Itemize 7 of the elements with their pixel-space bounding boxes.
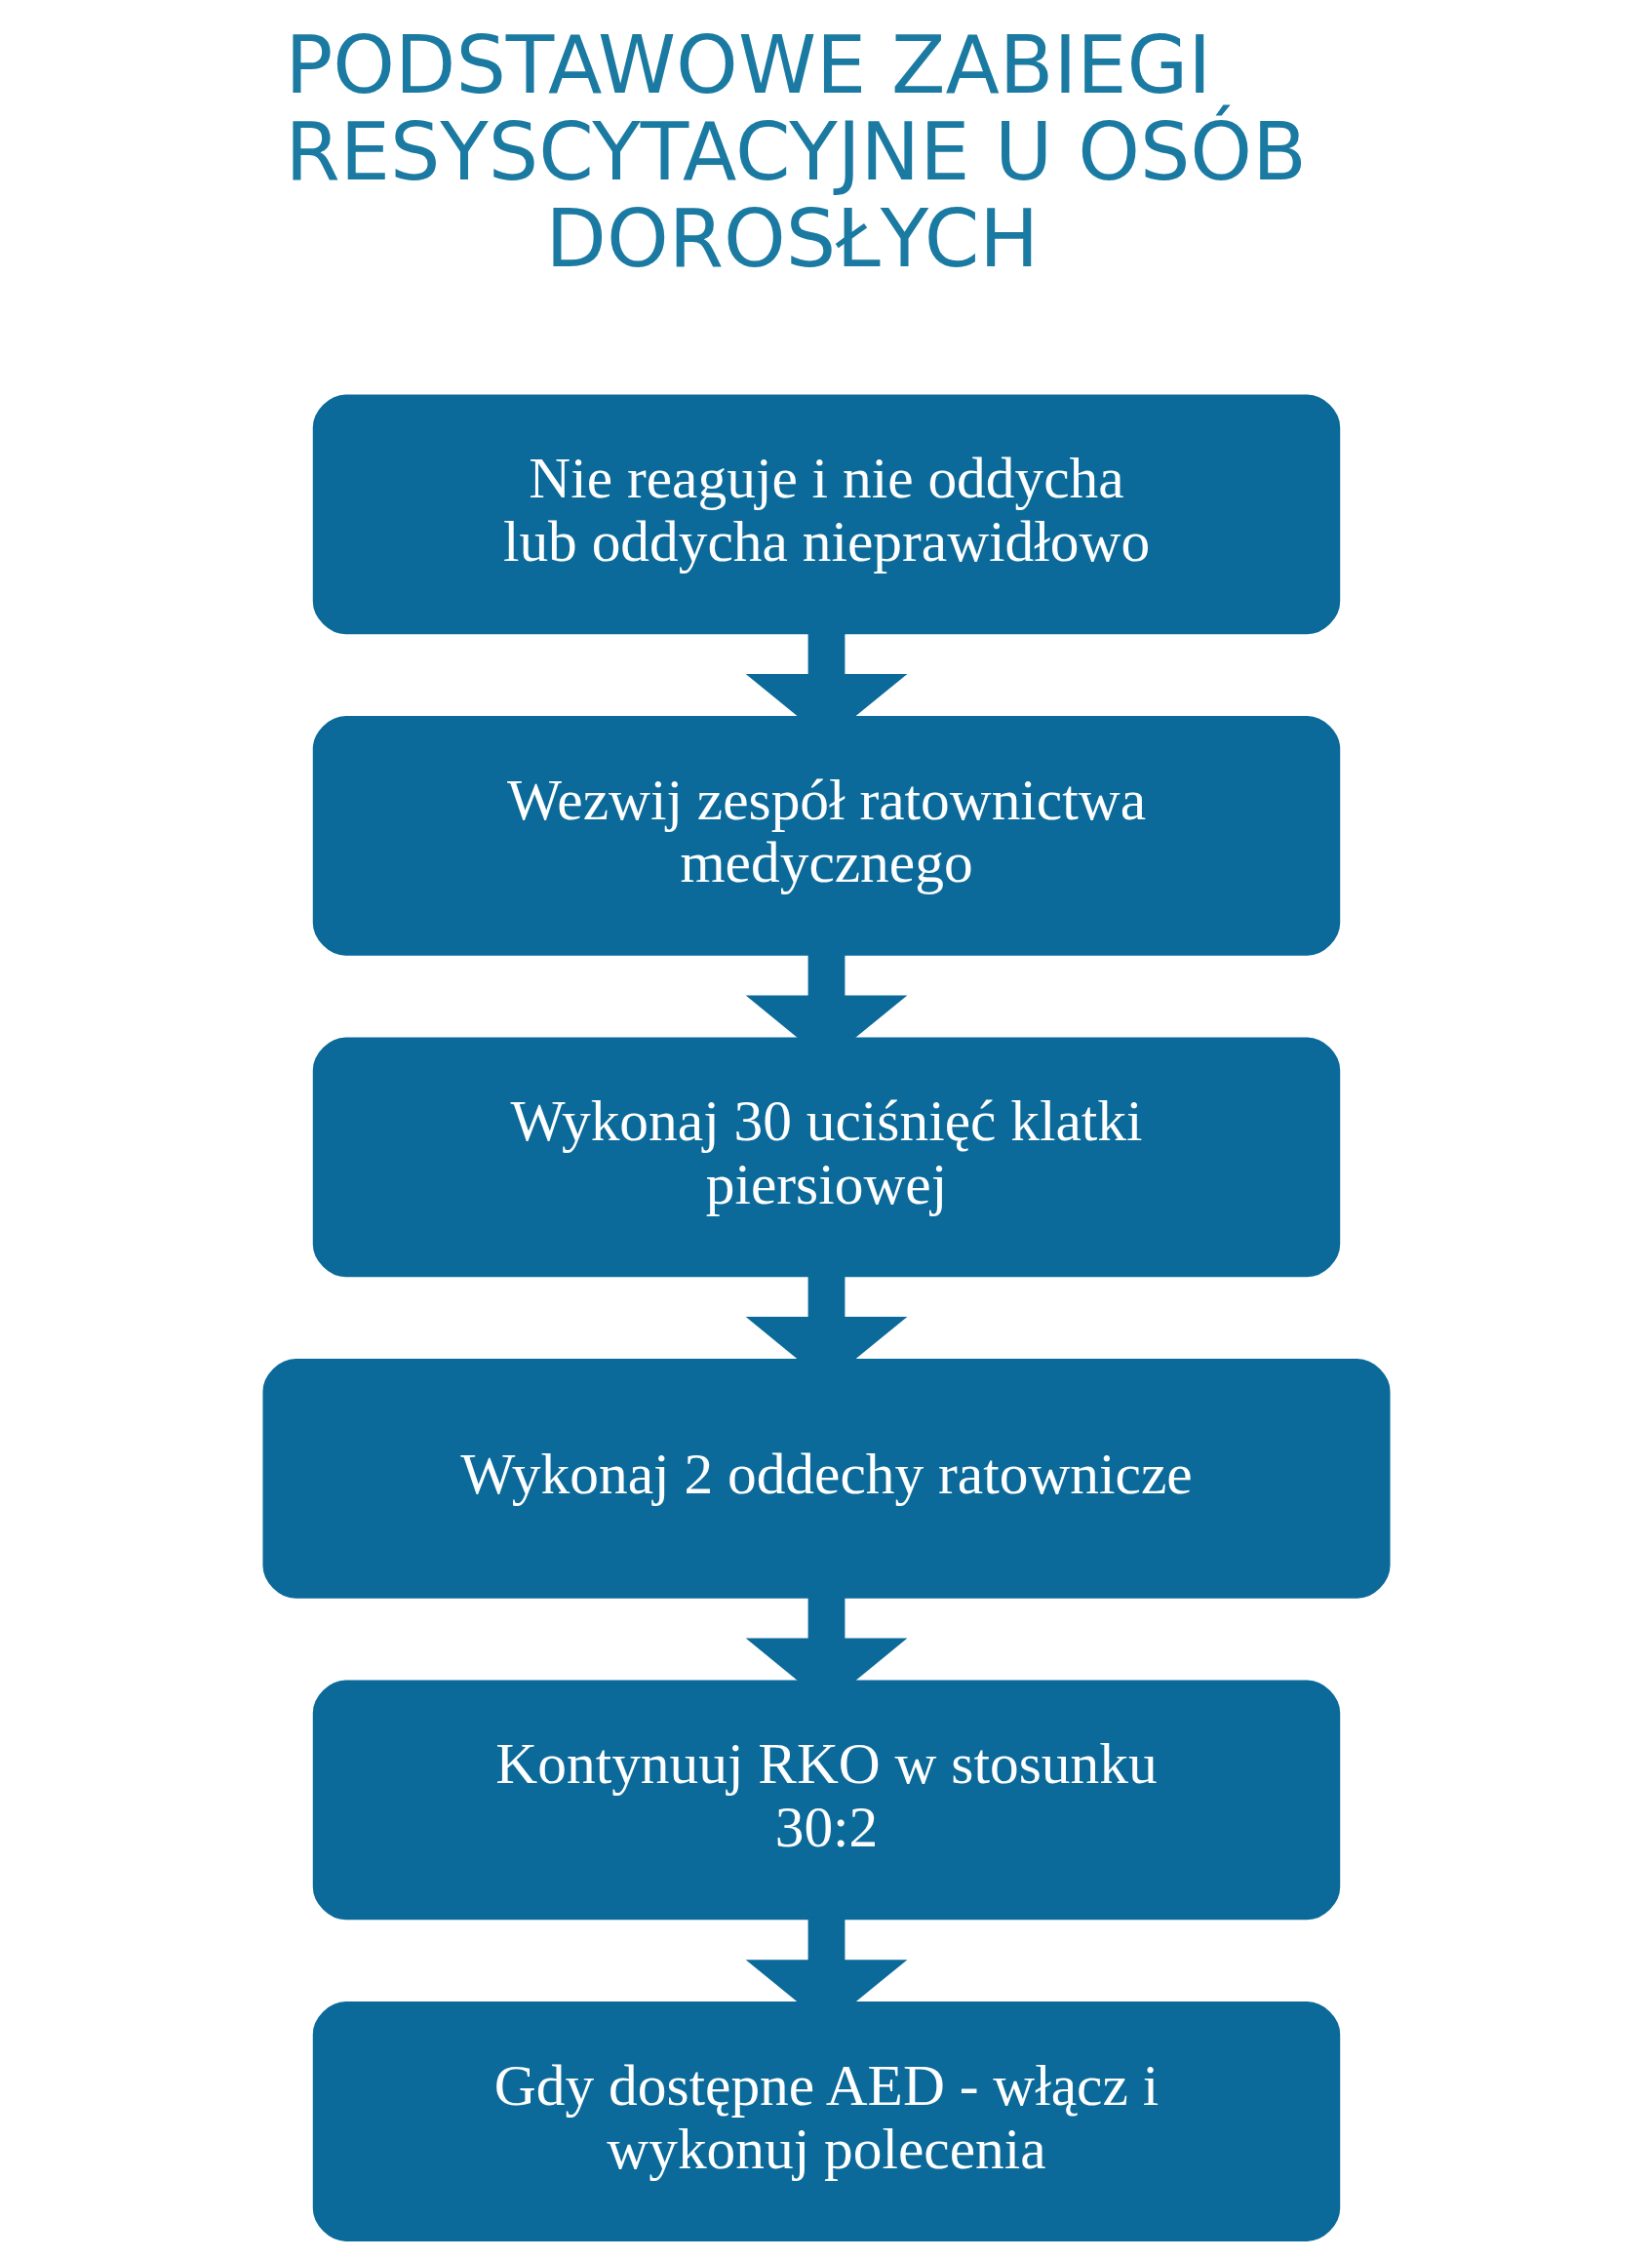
node-box: Gdy dostępne AED - włącz i wykonuj polecenia (312, 2001, 1340, 2241)
diagram-title: PODSTAWOWE ZABIEGI RESYSCYTACYJNE U OSÓB DOROSŁYCH (284, 20, 1307, 286)
node-box: Wykonaj 2 oddechy ratownicze (261, 1359, 1391, 1599)
node-box: Kontynuuj RKO w stosunku 30:2 (312, 1680, 1340, 1921)
node-box: Nie reaguje i nie oddycha lub oddycha nieprawidłowo (312, 394, 1340, 635)
node-box: Wezwij zespół ratownictwa medycznego (312, 715, 1340, 956)
node-box: Wykonaj 30 uciśnięć klatki piersiowej (312, 1037, 1340, 1278)
